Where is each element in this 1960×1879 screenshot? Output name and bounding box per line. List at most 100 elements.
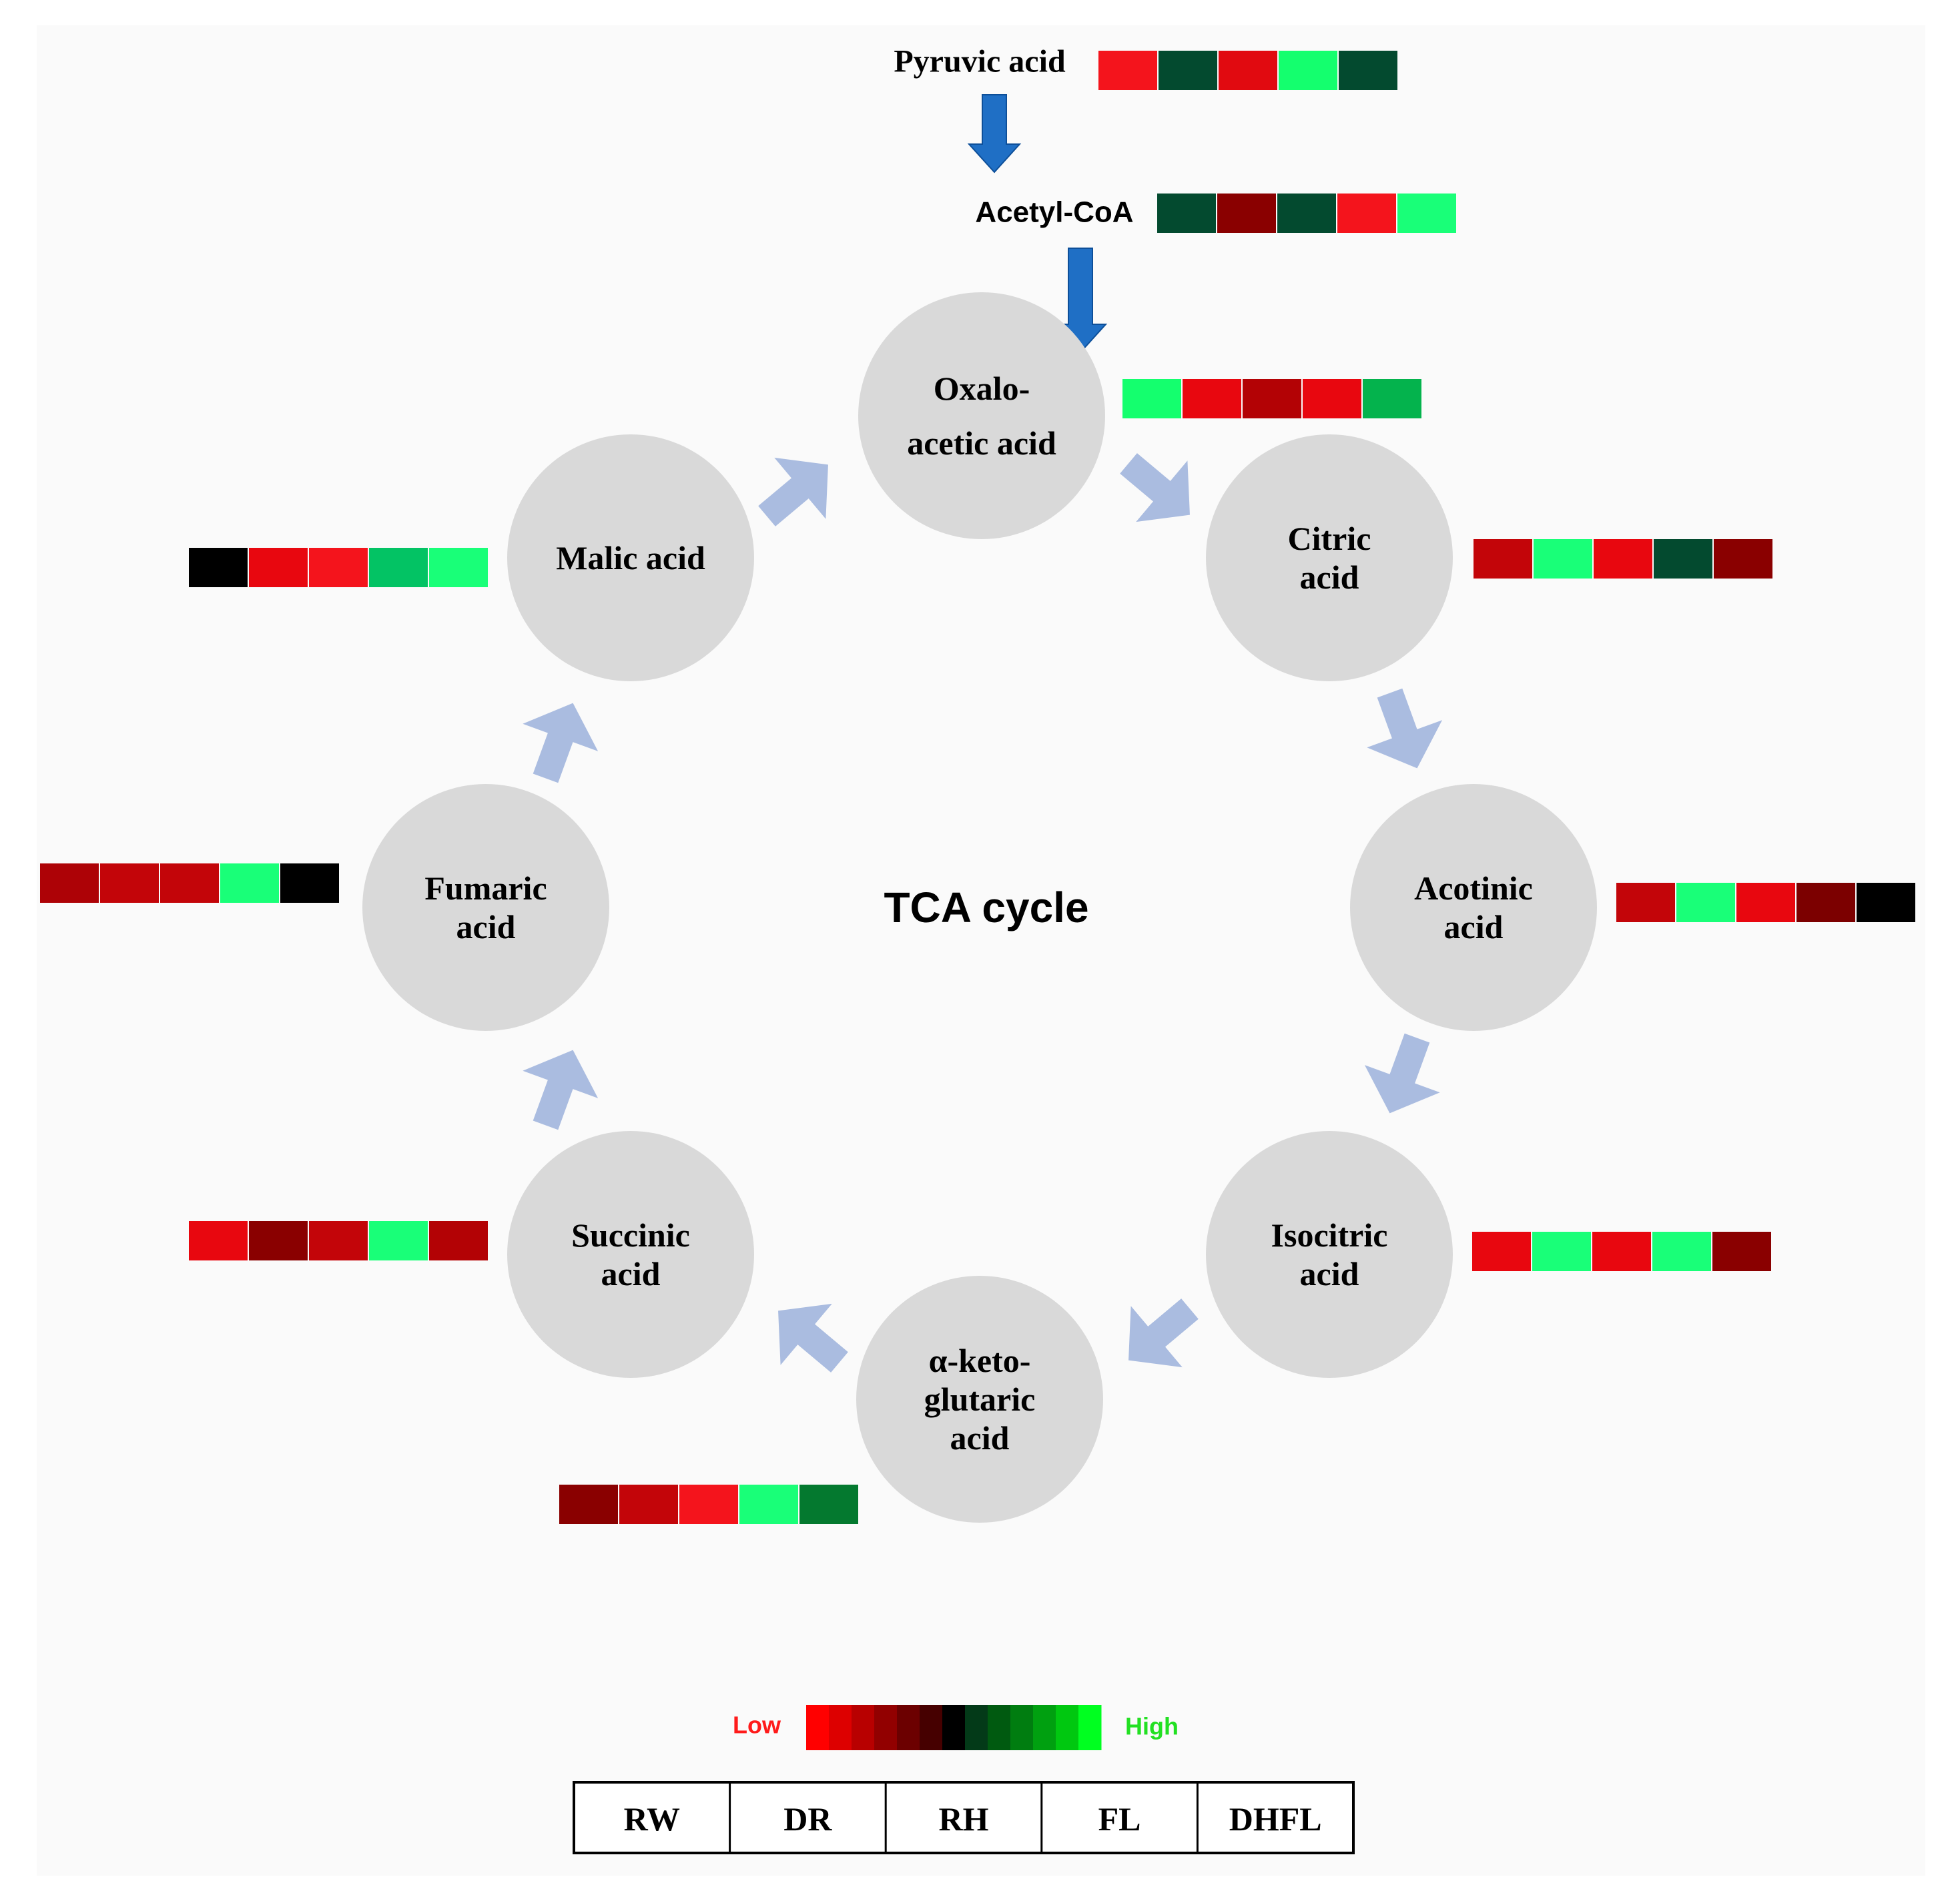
center-label: TCA cycle <box>884 883 1088 931</box>
metabolite-label-isocitric: acid <box>1300 1255 1359 1292</box>
heat-cell <box>1122 379 1181 418</box>
heatmap-strip-citric <box>1474 539 1772 579</box>
heat-cell <box>1219 51 1277 90</box>
metabolite-label-citric: Citric <box>1288 520 1371 557</box>
heat-cell <box>1712 1232 1771 1271</box>
heatmap-strip-pyruvic <box>1098 51 1397 90</box>
heat-cell <box>1277 194 1336 233</box>
legend-scale-cell <box>852 1705 875 1750</box>
condition-table-border <box>573 1781 1355 1854</box>
heatmap-strip-succinic <box>189 1221 488 1260</box>
heat-cell <box>1098 51 1157 90</box>
heat-cell <box>1594 539 1652 579</box>
heat-cell <box>1714 539 1772 579</box>
legend-scale-cell <box>965 1705 988 1750</box>
heat-cell <box>1592 1232 1651 1271</box>
legend-scale-cell <box>897 1705 920 1750</box>
metabolite-node-isocitric <box>1206 1131 1453 1378</box>
heat-cell <box>1534 539 1592 579</box>
heat-cell <box>1363 379 1421 418</box>
heat-cell <box>1279 51 1337 90</box>
legend-scale-cell <box>1010 1705 1034 1750</box>
legend-scale-cell <box>806 1705 830 1750</box>
heat-cell <box>1796 883 1855 922</box>
heat-cell <box>1337 194 1396 233</box>
heat-cell <box>280 863 339 903</box>
legend-scale-cell <box>942 1705 966 1750</box>
input-arrow-pyruvic-to-acetyl <box>967 94 1022 173</box>
legend-scale-cell <box>1078 1705 1102 1750</box>
legend-scale-cell <box>1056 1705 1079 1750</box>
heat-cell <box>1472 1232 1531 1271</box>
heat-cell <box>1183 379 1241 418</box>
heat-cell <box>429 1221 488 1260</box>
heat-cell <box>799 1485 858 1524</box>
heat-cell <box>429 548 488 587</box>
metabolite-label-aketo: glutaric <box>924 1381 1036 1418</box>
metabolite-node-malic <box>507 434 754 681</box>
condition-label-rw: RW <box>624 1800 680 1838</box>
metabolite-label-isocitric: Isocitric <box>1271 1216 1388 1254</box>
legend-high-label: High <box>1125 1713 1179 1740</box>
heat-cell <box>1339 51 1397 90</box>
cycle-arrow-aketo-to-succinic <box>778 1303 848 1373</box>
heatmap-strip-malic <box>189 548 488 587</box>
cycle-arrow-oxalo-to-citric <box>1120 453 1190 522</box>
heat-cell <box>249 1221 308 1260</box>
legend-scale-cell <box>1033 1705 1056 1750</box>
metabolite-node-aketo <box>856 1276 1103 1523</box>
legend-scale-cell <box>920 1705 943 1750</box>
heat-cell <box>1303 379 1361 418</box>
legend-scale-cell <box>874 1705 898 1750</box>
input-arrow-acetyl-to-oxalo <box>1053 248 1108 354</box>
heat-cell <box>1652 1232 1711 1271</box>
metabolite-node-acotinic <box>1350 784 1597 1031</box>
metabolite-label-fumaric: acid <box>456 908 516 946</box>
condition-label-rh: RH <box>939 1800 989 1838</box>
heat-cell <box>739 1485 798 1524</box>
heat-cell <box>100 863 159 903</box>
metabolite-label-pyruvic: Pyruvic acid <box>894 44 1066 79</box>
metabolite-label-fumaric: Fumaric <box>424 869 547 907</box>
metabolite-node-succinic <box>507 1131 754 1378</box>
heat-cell <box>1857 883 1915 922</box>
metabolite-label-oxalo: acetic acid <box>907 424 1056 462</box>
cycle-arrow-malic-to-oxalo <box>758 457 828 526</box>
metabolite-label-succinic: Succinic <box>571 1216 690 1254</box>
heat-cell <box>1676 883 1735 922</box>
legend-scale-cell <box>829 1705 852 1750</box>
metabolite-label-oxalo: Oxalo- <box>934 370 1030 407</box>
heat-cell <box>189 548 248 587</box>
cycle-arrow-fumaric-to-malic <box>523 703 599 783</box>
cycle-arrow-succinic-to-fumaric <box>523 1050 599 1130</box>
heat-cell <box>1217 194 1276 233</box>
metabolite-label-acotinic: Acotinic <box>1414 869 1533 907</box>
heatmap-strip-acotinic <box>1616 883 1915 922</box>
heat-cell <box>309 548 368 587</box>
heat-cell <box>40 863 99 903</box>
metabolite-label-acotinic: acid <box>1444 908 1504 946</box>
heat-cell <box>679 1485 738 1524</box>
heat-cell <box>1654 539 1712 579</box>
cycle-arrow-acotinic-to-isocitric <box>1364 1033 1440 1114</box>
metabolite-node-fumaric <box>362 784 609 1031</box>
heatmap-strip-fumaric <box>40 863 339 903</box>
cycle-arrow-isocitric-to-aketo <box>1128 1298 1199 1368</box>
heat-cell <box>619 1485 678 1524</box>
heat-cell <box>1532 1232 1591 1271</box>
metabolite-label-acetyl: Acetyl-CoA <box>975 196 1133 229</box>
legend-scale-cell <box>988 1705 1011 1750</box>
condition-label-fl: FL <box>1098 1800 1141 1838</box>
condition-label-dr: DR <box>783 1800 832 1838</box>
heat-cell <box>1157 194 1216 233</box>
heat-cell <box>369 1221 428 1260</box>
heat-cell <box>1616 883 1675 922</box>
heat-cell <box>160 863 219 903</box>
metabolite-node-citric <box>1206 434 1453 681</box>
metabolite-node-oxalo <box>858 292 1105 539</box>
heat-cell <box>1159 51 1217 90</box>
heatmap-strip-oxalo <box>1122 379 1421 418</box>
heat-cell <box>1243 379 1301 418</box>
